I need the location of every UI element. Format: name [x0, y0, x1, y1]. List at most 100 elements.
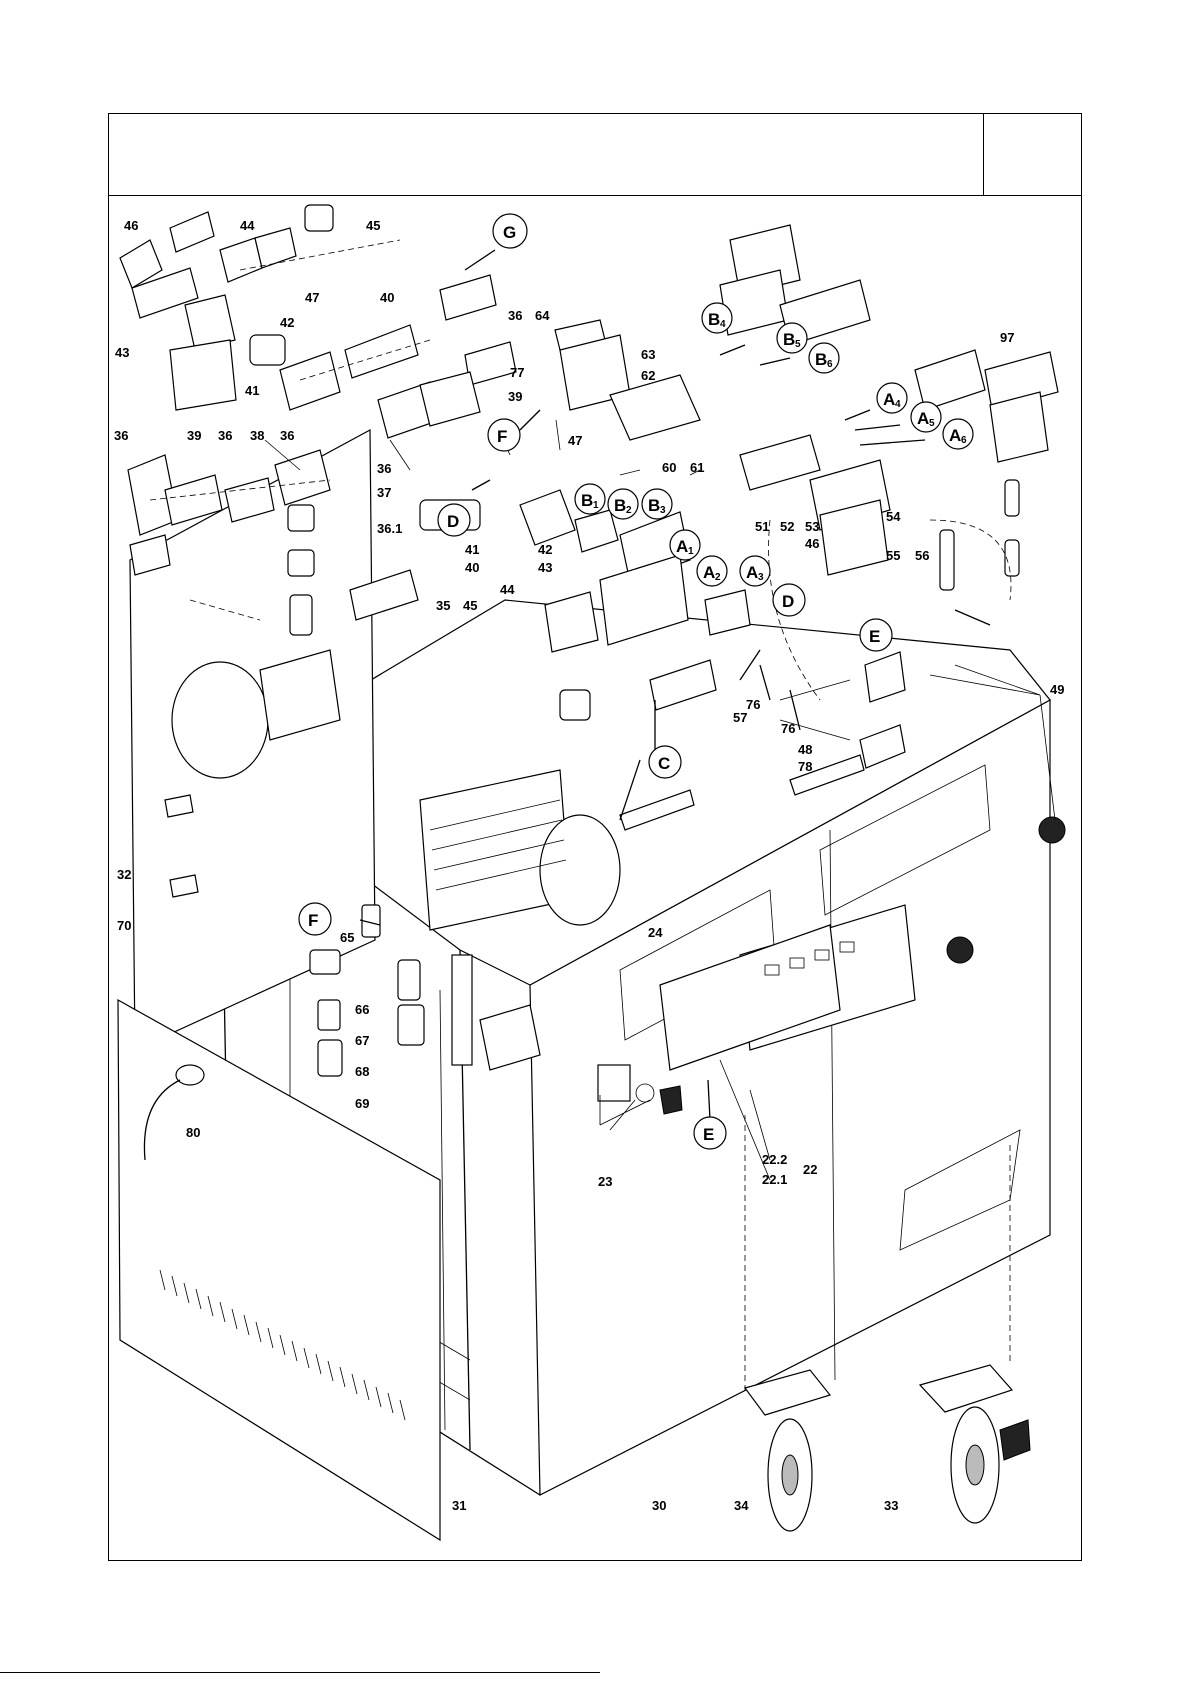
- key-a6-marker: A 6: [943, 419, 973, 449]
- footer-rule: [0, 1672, 600, 1673]
- callout-45: 45: [463, 598, 477, 613]
- callout-34: 34: [734, 1498, 749, 1513]
- key-index: 2: [626, 505, 632, 516]
- key-b3-marker: B 3: [642, 489, 672, 519]
- callout-30: 30: [652, 1498, 666, 1513]
- cabinet-body: [118, 430, 1065, 1540]
- callout-76: 76: [781, 721, 795, 736]
- callout-22-1: 22.1: [762, 1172, 787, 1187]
- castor-33: [920, 1365, 1030, 1523]
- callout-46: 46: [805, 536, 819, 551]
- key-index: 2: [715, 572, 721, 583]
- knob-right: [1039, 817, 1065, 843]
- callout-36: 36: [377, 461, 391, 476]
- key-a5-marker: A 5: [911, 402, 941, 432]
- callout-77: 77: [510, 365, 524, 380]
- key-letter: C: [658, 754, 670, 773]
- key-letter: B: [783, 330, 795, 349]
- callout-36: 36: [508, 308, 522, 323]
- callout-63: 63: [641, 347, 655, 362]
- castor-34: [745, 1370, 830, 1531]
- callout-22: 22: [803, 1162, 817, 1177]
- callout-32: 32: [117, 867, 131, 882]
- key-index: 6: [827, 359, 833, 370]
- callout-35: 35: [436, 598, 450, 613]
- key-f-marker: F: [299, 903, 331, 935]
- callout-67: 67: [355, 1033, 369, 1048]
- callout-45: 45: [366, 218, 380, 233]
- callout-70: 70: [117, 918, 131, 933]
- key-index: 5: [929, 418, 935, 429]
- callout-24: 24: [648, 925, 663, 940]
- key-letter: A: [703, 563, 715, 582]
- key-index: 6: [961, 435, 967, 446]
- callout-46: 46: [124, 218, 138, 233]
- knob-front: [947, 937, 973, 963]
- key-letter: D: [782, 592, 794, 611]
- callout-36-1: 36.1: [377, 521, 402, 536]
- key-a1-marker: A 1: [670, 530, 700, 560]
- key-d-marker: D: [438, 504, 470, 536]
- key-letter: E: [869, 627, 880, 646]
- key-c-marker: C: [649, 746, 681, 778]
- key-index: 1: [593, 500, 599, 511]
- callout-61: 61: [690, 460, 704, 475]
- key-index: 1: [688, 546, 694, 557]
- callout-40: 40: [380, 290, 394, 305]
- callout-97: 97: [1000, 330, 1014, 345]
- key-letter: B: [614, 496, 626, 515]
- callout-47: 47: [568, 433, 582, 448]
- callout-42: 42: [280, 315, 294, 330]
- callout-68: 68: [355, 1064, 369, 1079]
- callout-44: 44: [240, 218, 255, 233]
- callout-36: 36: [280, 428, 294, 443]
- callout-49: 49: [1050, 682, 1064, 697]
- callout-31: 31: [452, 1498, 466, 1513]
- key-letter: B: [648, 496, 660, 515]
- key-letter: A: [676, 537, 688, 556]
- callout-42: 42: [538, 542, 552, 557]
- callout-47: 47: [305, 290, 319, 305]
- callout-80: 80: [186, 1125, 200, 1140]
- key-e-marker: E: [694, 1117, 726, 1149]
- callout-55: 55: [886, 548, 900, 563]
- key-e-marker: E: [860, 619, 892, 651]
- key-letter: A: [883, 390, 895, 409]
- callout-66: 66: [355, 1002, 369, 1017]
- callout-23: 23: [598, 1174, 612, 1189]
- callout-78: 78: [798, 759, 812, 774]
- key-letter: F: [308, 911, 318, 930]
- callout-33: 33: [884, 1498, 898, 1513]
- key-index: 5: [795, 339, 801, 350]
- callout-51: 51: [755, 519, 769, 534]
- key-b1-marker: B 1: [575, 484, 605, 514]
- callout-53: 53: [805, 519, 819, 534]
- key-f-marker: F: [488, 419, 520, 451]
- callout-57: 57: [733, 710, 747, 725]
- fittings-top-left: [120, 205, 516, 438]
- callout-64: 64: [535, 308, 550, 323]
- callout-56: 56: [915, 548, 929, 563]
- key-index: 4: [720, 319, 726, 330]
- callout-65: 65: [340, 930, 354, 945]
- callout-43: 43: [115, 345, 129, 360]
- callout-22-2: 22.2: [762, 1152, 787, 1167]
- key-letter: A: [917, 409, 929, 428]
- callout-38: 38: [250, 428, 264, 443]
- callout-44: 44: [500, 582, 515, 597]
- key-letter: A: [949, 426, 961, 445]
- key-b5-marker: B 5: [777, 323, 807, 353]
- callout-39: 39: [508, 389, 522, 404]
- callout-48: 48: [798, 742, 812, 757]
- motor-fan-cover: [172, 662, 268, 778]
- callout-36: 36: [114, 428, 128, 443]
- key-g-marker: G: [493, 214, 527, 248]
- key-a3-marker: A 3: [740, 556, 770, 586]
- key-b4-marker: B 4: [702, 303, 732, 333]
- key-b6-marker: B 6: [809, 343, 839, 373]
- key-letter: A: [746, 563, 758, 582]
- callout-41: 41: [465, 542, 479, 557]
- key-index: 4: [895, 399, 901, 410]
- key-d-marker: D: [773, 584, 805, 616]
